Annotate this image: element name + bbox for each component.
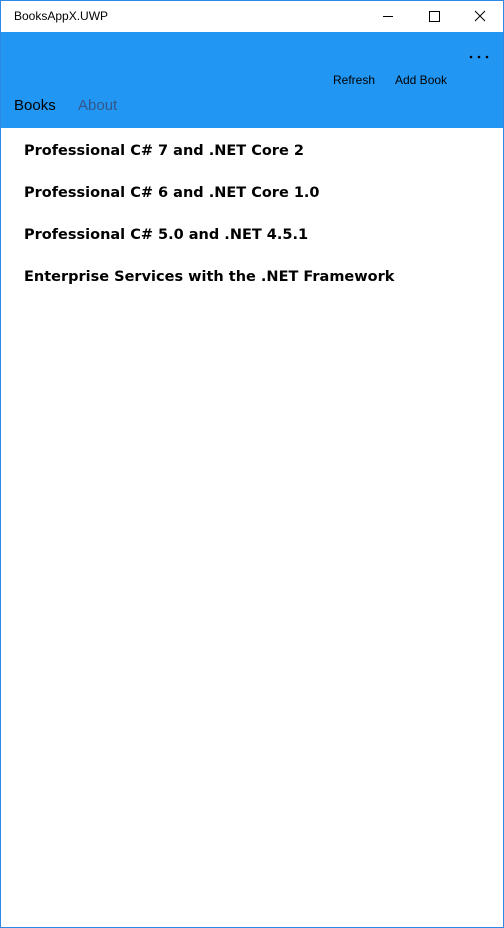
tab-books[interactable]: Books [14, 97, 56, 114]
tab-about[interactable]: About [78, 97, 118, 114]
title-bar[interactable]: BooksAppX.UWP [1, 1, 503, 32]
more-options-button[interactable] [463, 46, 495, 66]
more-icon [469, 55, 489, 59]
command-bar: Refresh Add Book Books About [1, 32, 503, 128]
refresh-button[interactable]: Refresh [333, 73, 376, 87]
list-item[interactable]: Professional C# 6 and .NET Core 1.0 [24, 185, 320, 201]
minimize-button[interactable] [365, 1, 411, 32]
close-icon [474, 10, 486, 22]
list-item[interactable]: Professional C# 7 and .NET Core 2 [24, 143, 304, 159]
add-book-button[interactable]: Add Book [395, 73, 448, 87]
close-button[interactable] [457, 1, 503, 32]
list-item[interactable]: Professional C# 5.0 and .NET 4.5.1 [24, 227, 309, 243]
window-title: BooksAppX.UWP [14, 9, 109, 23]
list-item[interactable]: Enterprise Services with the .NET Framew… [24, 269, 395, 285]
maximize-button[interactable] [411, 1, 457, 32]
maximize-icon [429, 11, 440, 22]
minimize-icon [383, 16, 393, 17]
